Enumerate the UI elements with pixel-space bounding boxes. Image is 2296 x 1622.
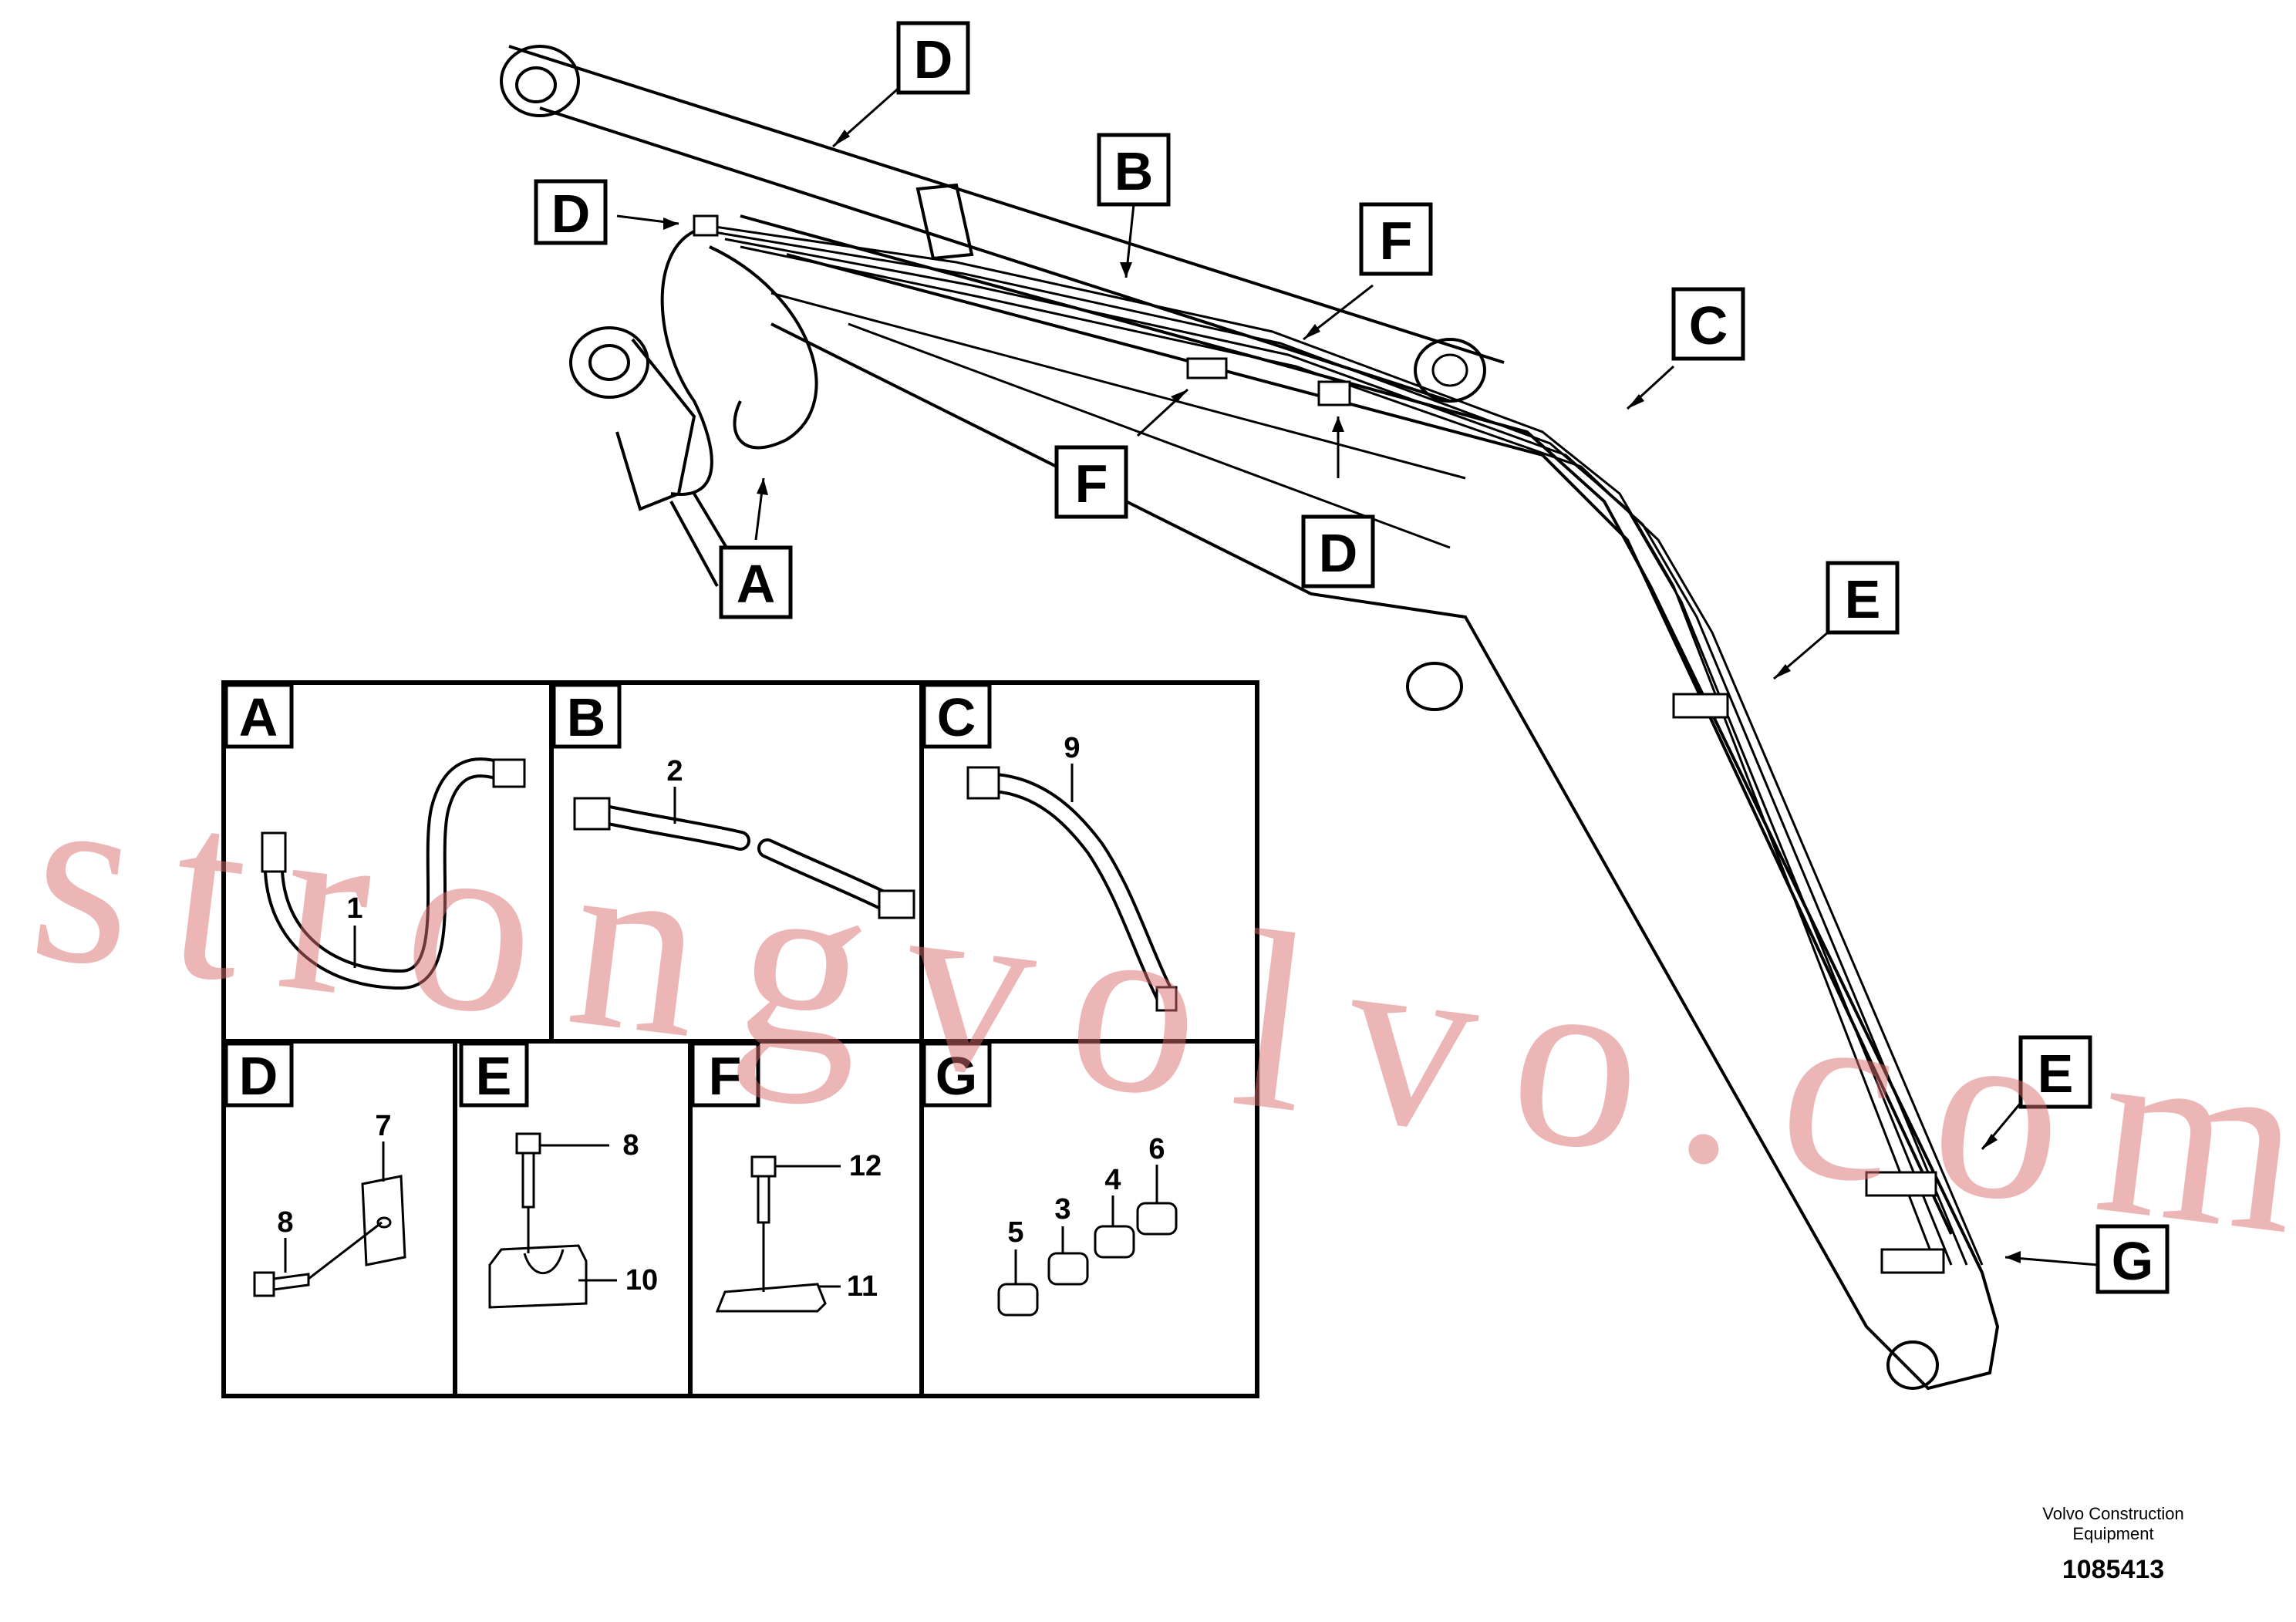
- panel-c-label: C: [922, 683, 992, 749]
- footer-company: Volvo Construction Equipment: [2042, 1504, 2184, 1543]
- panel-d: D 7 8: [224, 1041, 406, 1297]
- panel-d-label: D: [224, 1041, 294, 1108]
- svg-text:A: A: [239, 687, 278, 747]
- detail-panels: [221, 680, 1259, 1398]
- panel-a: A 1: [224, 683, 526, 990]
- part-5: 5: [1007, 1216, 1023, 1249]
- part-3: 3: [1054, 1193, 1070, 1226]
- svg-text:D: D: [551, 184, 591, 244]
- svg-text:D: D: [1319, 523, 1358, 583]
- part-2: 2: [666, 755, 683, 787]
- svg-text:C: C: [937, 687, 976, 747]
- part-8-d: 8: [277, 1206, 293, 1239]
- callout-e-top: E: [1826, 561, 1900, 635]
- callout-b: B: [1097, 133, 1171, 207]
- panel-f: F 12 11: [690, 1041, 882, 1313]
- part-10: 10: [625, 1264, 658, 1297]
- callout-d-left: D: [534, 179, 608, 245]
- part-11: 11: [847, 1270, 878, 1303]
- part-1: 1: [346, 892, 362, 925]
- callout-g-main: G: [2095, 1224, 2170, 1294]
- svg-text:G: G: [2112, 1231, 2153, 1291]
- part-7: 7: [375, 1110, 391, 1142]
- leader-lines: [616, 83, 2099, 1266]
- panel-g: G 6 4 3 5: [922, 1041, 1178, 1317]
- callout-a-top: A: [719, 545, 793, 619]
- panel-b: B 2: [551, 683, 915, 919]
- part-8-e: 8: [622, 1129, 639, 1162]
- svg-text:D: D: [239, 1046, 278, 1106]
- svg-text:B: B: [1114, 141, 1154, 201]
- callout-d-mid: D: [1301, 514, 1375, 588]
- svg-text:G: G: [936, 1046, 977, 1106]
- panel-f-label: F: [690, 1041, 760, 1108]
- part-12: 12: [849, 1150, 882, 1182]
- panel-b-label: B: [551, 683, 622, 749]
- panel-e-label: E: [459, 1041, 529, 1108]
- svg-text:B: B: [567, 687, 606, 747]
- svg-text:D: D: [914, 29, 953, 89]
- callout-e-bottom: E: [2018, 1035, 2092, 1109]
- callout-f-top: F: [1359, 202, 1433, 276]
- panel-a-label: A: [224, 683, 294, 749]
- part-4: 4: [1104, 1164, 1121, 1196]
- part-6: 6: [1148, 1133, 1165, 1165]
- panel-c: C 9: [922, 683, 1178, 1012]
- svg-text:A: A: [737, 554, 776, 614]
- svg-text:F: F: [1075, 454, 1108, 514]
- svg-text:E: E: [1845, 569, 1881, 629]
- callout-f-mid: F: [1054, 445, 1128, 519]
- panel-e: E 8 10: [459, 1041, 658, 1309]
- svg-text:C: C: [1689, 295, 1728, 356]
- boom-assembly: [500, 45, 2000, 1391]
- svg-text:E: E: [2038, 1044, 2074, 1104]
- callout-d-top: D: [896, 21, 970, 95]
- panel-g-label: G: [922, 1041, 992, 1108]
- svg-text:E: E: [476, 1046, 512, 1106]
- svg-text:F: F: [1380, 211, 1413, 271]
- svg-text:F: F: [709, 1046, 742, 1106]
- callout-c-top: C: [1671, 287, 1745, 361]
- part-9: 9: [1064, 732, 1080, 764]
- drawing-number: 1085413: [2062, 1555, 2165, 1584]
